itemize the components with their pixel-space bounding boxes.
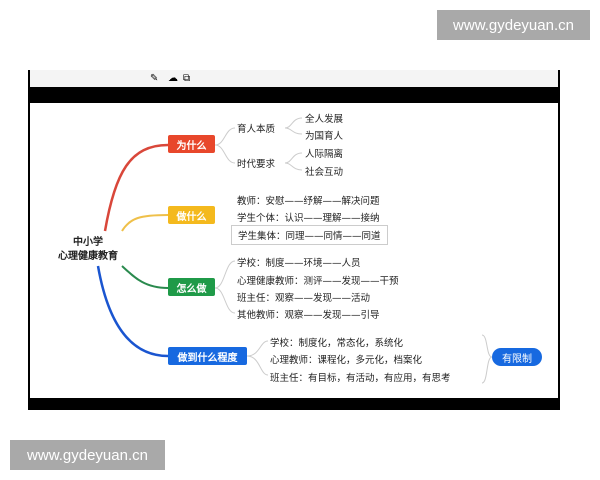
branch-line-degree bbox=[96, 265, 169, 358]
node-what[interactable]: 做什么 bbox=[168, 206, 215, 224]
how-item[interactable]: 学校：制度——环境——人员 bbox=[237, 258, 361, 269]
branch-line-why bbox=[103, 143, 169, 232]
subtopic-era[interactable]: 时代要求 bbox=[237, 159, 276, 170]
what-item-selected[interactable]: 学生集体：同理——同情——同道 bbox=[231, 225, 388, 245]
degree-item[interactable]: 班主任：有目标，有活动，有应用，有思考 bbox=[270, 373, 451, 384]
what-item[interactable]: 教师：安慰——纾解——解决问题 bbox=[237, 196, 380, 207]
node-why[interactable]: 为什么 bbox=[168, 135, 215, 153]
leaf[interactable]: 为国育人 bbox=[305, 131, 344, 142]
app-toolbar: ✎ ☁ ⧉ bbox=[30, 70, 558, 87]
central-topic-line2: 心理健康教育 bbox=[58, 251, 118, 262]
how-item[interactable]: 心理健康教师：测评——发现——干预 bbox=[237, 276, 399, 287]
what-item[interactable]: 学生个体：认识——理解——接纳 bbox=[237, 213, 380, 224]
watermark-bottom: www.gydeyuan.cn bbox=[10, 440, 165, 470]
leaf[interactable]: 全人发展 bbox=[305, 114, 344, 125]
degree-item[interactable]: 心理教师：课程化，多元化，档案化 bbox=[270, 355, 423, 366]
central-topic[interactable]: 中小学 心理健康教育 bbox=[58, 236, 118, 264]
leaf[interactable]: 人际隔离 bbox=[305, 149, 344, 160]
mindmap-canvas: 中小学 心理健康教育 为什么 做什么 怎么做 做到什么程度 育人本质 时代要求 … bbox=[30, 103, 558, 398]
branch-line-how bbox=[121, 265, 169, 289]
share-icon[interactable]: ⧉ bbox=[183, 73, 191, 84]
node-degree[interactable]: 做到什么程度 bbox=[168, 347, 247, 365]
edit-icon[interactable]: ✎ bbox=[150, 73, 159, 84]
leaf[interactable]: 社会互动 bbox=[305, 167, 344, 178]
node-how[interactable]: 怎么做 bbox=[168, 278, 215, 296]
watermark-top: www.gydeyuan.cn bbox=[437, 10, 590, 40]
degree-item[interactable]: 学校：制度化，常态化，系统化 bbox=[270, 338, 404, 349]
mindmap-connectors bbox=[96, 117, 493, 384]
subtopic-nurture[interactable]: 育人本质 bbox=[237, 124, 276, 135]
how-item[interactable]: 班主任：观察——发现——活动 bbox=[237, 293, 371, 304]
summary-limited[interactable]: 有限制 bbox=[492, 348, 542, 366]
branch-line-what bbox=[121, 214, 169, 232]
cloud-icon[interactable]: ☁ bbox=[168, 73, 178, 84]
how-item[interactable]: 其他教师：观察——发现——引导 bbox=[237, 310, 380, 321]
central-topic-line1: 中小学 bbox=[73, 237, 103, 248]
